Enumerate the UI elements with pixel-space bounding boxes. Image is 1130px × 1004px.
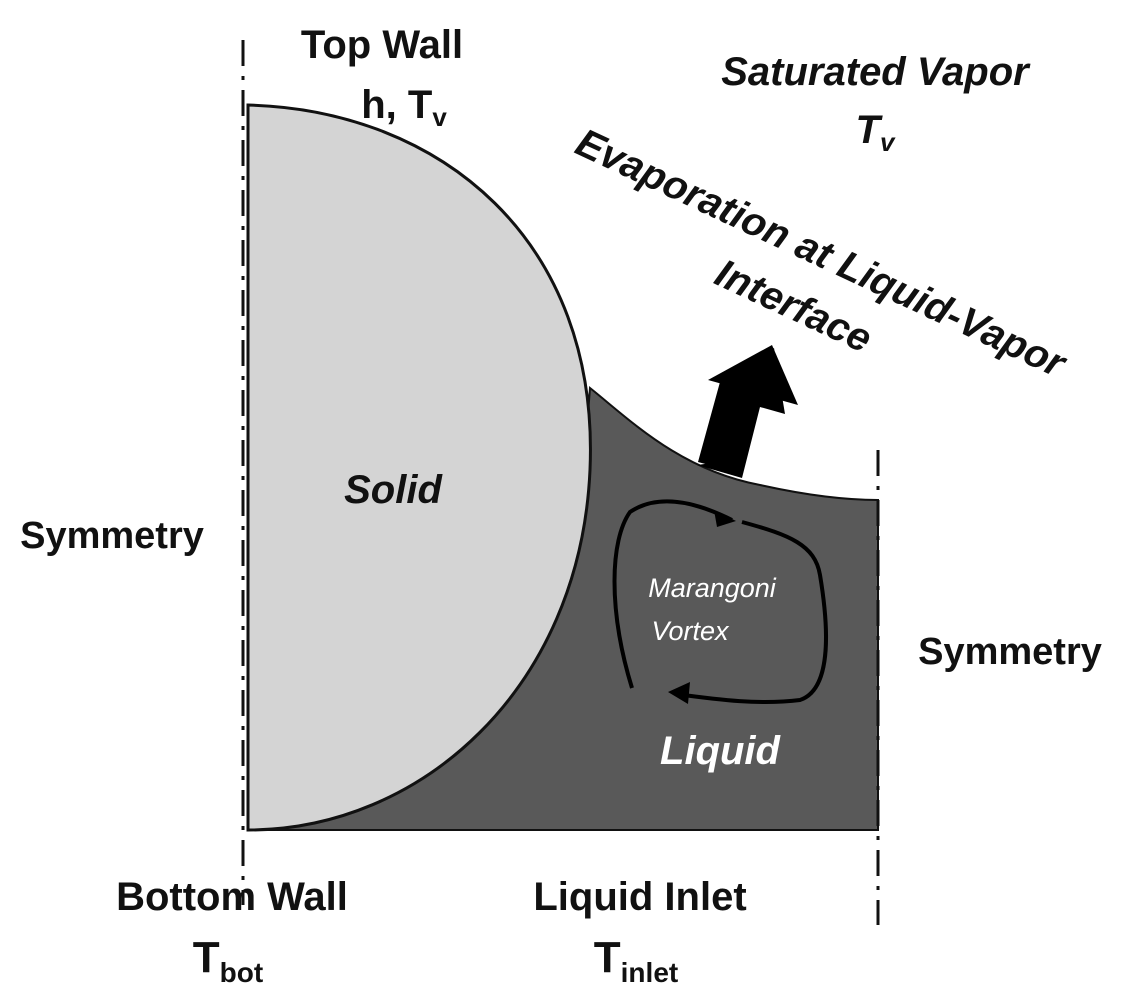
saturated-vapor-label: Saturated Vapor [721, 50, 1031, 94]
liquid-inlet-label: Liquid Inlet [533, 875, 746, 919]
solid-label: Solid [344, 468, 443, 512]
liquid-inlet-temp-label: Tinlet [594, 933, 678, 988]
liquid-label: Liquid [660, 729, 782, 773]
marangoni-label-line2: Vortex [651, 616, 730, 646]
marangoni-vortex-path-2 [675, 520, 828, 705]
vortex-arrow-right [714, 510, 736, 527]
evaporation-arrow-head [708, 345, 798, 405]
evaporation-label-line1: Evaporation at Liquid-Vapor [569, 120, 1074, 387]
vortex-arrow-left [668, 682, 690, 704]
symmetry-left-label: Symmetry [20, 515, 204, 557]
bottom-wall-temp-label: Tbot [193, 933, 263, 988]
top-wall-label: Top Wall [301, 23, 463, 67]
marangoni-label-line1: Marangoni [648, 573, 777, 603]
marangoni-vortex-path [612, 499, 733, 689]
evaporation-arrow-body [698, 382, 757, 472]
top-wall-condition-label: h, Tv [361, 83, 447, 132]
symmetry-right-label: Symmetry [918, 631, 1102, 673]
solid-region [246, 103, 592, 832]
bottom-wall-label: Bottom Wall [116, 875, 348, 919]
saturated-vapor-temp-label: Tv [856, 108, 896, 157]
